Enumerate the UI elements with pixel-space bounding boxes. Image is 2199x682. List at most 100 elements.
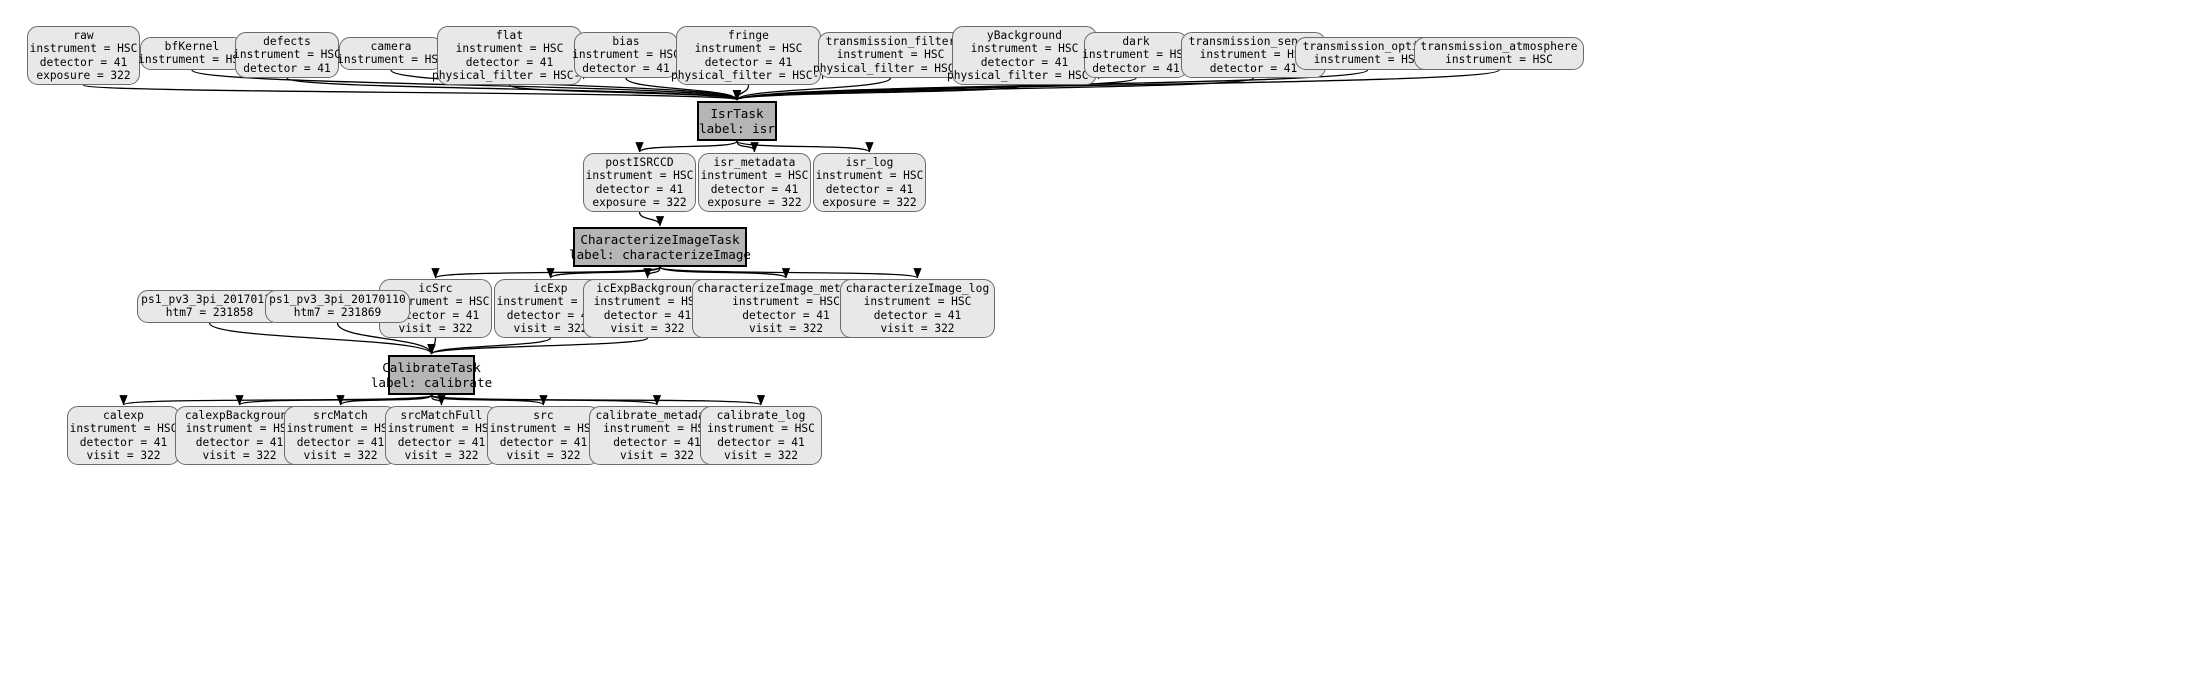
node-dim-detector: detector = 41 [39,55,128,69]
edge-calibrateTask-to-srcMatchFull [430,394,446,406]
node-dim-instrument: instrument = HSC [387,422,496,436]
node-dim-detector: detector = 41 [582,61,670,75]
node-title: bias [612,35,640,48]
node-calexpbackground[interactable]: calexpBackground instrument = HSC detect… [175,406,304,466]
node-dim-htm7: htm7 = 231858 [165,306,254,320]
node-title: calexp [102,409,144,422]
node-title: transmission_sensor [1188,35,1319,48]
node-flat[interactable]: flat instrument = HSC detector = 41 phys… [432,26,587,86]
node-transmission-atmosphere[interactable]: transmission_atmosphere instrument = HSC [1414,37,1584,70]
edge-calibrateTask-to-calibrate_metadata [430,394,661,406]
node-title: defects [263,35,311,48]
node-refcat-htm7-231858[interactable]: ps1_pv3_3pi_20170110 htm7 = 231858 [137,290,282,323]
node-dim-visit: visit = 322 [404,448,479,462]
node-dim-instrument: instrument = HSC [732,295,840,309]
node-title: transmission_atmosphere [1420,40,1578,53]
node-dim-visit: visit = 322 [513,321,588,335]
node-dim-instrument: instrument = HSC [815,169,924,183]
node-title: icExp [533,282,568,295]
node-title: icExpBackground [596,282,699,295]
edge-isrTask-to-isr_log [736,140,874,153]
node-task-characterize-image[interactable]: CharacterizeImageTask label: characteriz… [569,227,751,267]
node-title: IsrTask [710,106,764,121]
node-dim-detector: detector = 41 [710,182,799,196]
node-dim-instrument: instrument = HSC [337,53,445,67]
node-dim-physical-filter: physical_filter = HSC-Y [432,68,587,82]
node-characterizeimage-log[interactable]: characterizeImage_log instrument = HSC d… [840,279,995,339]
node-dim-instrument: instrument = HSC [970,42,1079,56]
node-dim-detector: detector = 41 [195,435,284,449]
node-calexp[interactable]: calexp instrument = HSC detector = 41 vi… [67,406,180,466]
node-camera[interactable]: camera instrument = HSC [337,37,445,70]
edge-flat-to-isrTask [508,84,741,101]
node-icexpbackground[interactable]: icExpBackground instrument = HSC detecto… [583,279,712,339]
node-dim-detector: detector = 41 [499,435,588,449]
node-dim-instrument: instrument = HSC [700,169,809,183]
node-task-calibrate[interactable]: CalibrateTask label: calibrate [371,355,492,395]
node-dim-detector: detector = 41 [243,61,331,75]
node-bias[interactable]: bias instrument = HSC detector = 41 [572,32,680,78]
node-title: postISRCCD [605,156,674,169]
node-dim-instrument: instrument = HSC [694,42,803,56]
node-dim-visit: visit = 322 [748,321,824,335]
node-title: yBackground [986,29,1063,42]
node-dim-detector: detector = 41 [506,308,595,322]
node-dim-instrument: instrument = HSC [286,422,395,436]
node-bfkernel[interactable]: bfKernel instrument = HSC [138,37,246,70]
node-dark[interactable]: dark instrument = HSC detector = 41 [1082,32,1190,78]
node-isr-log[interactable]: isr_log instrument = HSC detector = 41 e… [813,153,926,213]
node-dim-detector: detector = 41 [1092,61,1180,75]
node-dim-instrument: instrument = HSC [1313,53,1422,67]
node-dim-visit: visit = 322 [86,448,161,462]
node-dim-instrument: instrument = HSC [707,422,815,436]
node-task-isr[interactable]: IsrTask label: isr [697,101,777,141]
edge-icExp-to-calibrateTask [427,337,552,355]
node-title: isr_log [845,156,894,169]
node-dim-detector: detector = 41 [465,55,554,69]
edge-calibrateTask-to-calibrate_log [430,394,765,406]
node-title: calexpBackground [184,409,295,422]
node-title: ps1_pv3_3pi_20170110 [141,293,278,306]
node-src[interactable]: src instrument = HSC detector = 41 visit… [487,406,600,466]
node-raw[interactable]: raw instrument = HSC detector = 41 expos… [27,26,140,86]
node-title: CharacterizeImageTask [580,232,740,247]
node-dim-detector: detector = 41 [717,435,805,449]
node-ybackground[interactable]: yBackground instrument = HSC detector = … [947,26,1102,86]
node-refcat-htm7-231869[interactable]: ps1_pv3_3pi_20170110 htm7 = 231869 [265,290,410,323]
node-postisrccd[interactable]: postISRCCD instrument = HSC detector = 4… [583,153,696,213]
node-dim-detector: detector = 41 [79,435,168,449]
edge-yBackground-to-isrTask [733,84,1026,101]
node-srcmatch[interactable]: srcMatch instrument = HSC detector = 41 … [284,406,397,466]
node-dim-visit: visit = 322 [880,321,955,335]
node-dim-detector: detector = 41 [397,435,486,449]
node-isr-metadata[interactable]: isr_metadata instrument = HSC detector =… [698,153,811,213]
node-dim-detector: detector = 41 [1209,61,1298,75]
node-dim-instrument: instrument = HSC [572,48,680,62]
node-dim-instrument: instrument = HSC [1082,48,1190,62]
node-dim-exposure: exposure = 322 [707,195,802,209]
node-title: camera [370,40,412,53]
node-dim-instrument: instrument = HSC [1199,48,1308,62]
node-srcmatchfull[interactable]: srcMatchFull instrument = HSC detector =… [385,406,498,466]
node-dim-physical-filter: physical_filter = HSC-Y [947,68,1102,82]
edge-isrTask-to-isr_metadata [736,140,759,153]
node-title: isr_metadata [713,156,796,169]
node-label: label: isr [699,120,775,136]
node-calibrate-log[interactable]: calibrate_log instrument = HSC detector … [700,406,822,466]
node-fringe[interactable]: fringe instrument = HSC detector = 41 ph… [671,26,826,86]
graph-edges [82,69,1500,406]
node-transmission-filter[interactable]: transmission_filter instrument = HSC phy… [813,32,968,78]
node-dim-detector: detector = 41 [603,308,692,322]
node-dim-visit: visit = 322 [506,448,581,462]
node-dim-detector: detector = 41 [742,308,830,322]
node-title: srcMatch [313,409,368,422]
edge-calibrateTask-to-calexpBackground [235,394,433,406]
node-title: raw [73,29,94,42]
node-defects[interactable]: defects instrument = HSC detector = 41 [233,32,341,78]
node-dim-visit: visit = 322 [619,448,695,462]
node-dim-visit: visit = 322 [723,448,799,462]
node-title: CalibrateTask [382,360,481,375]
node-dim-visit: visit = 322 [303,448,378,462]
